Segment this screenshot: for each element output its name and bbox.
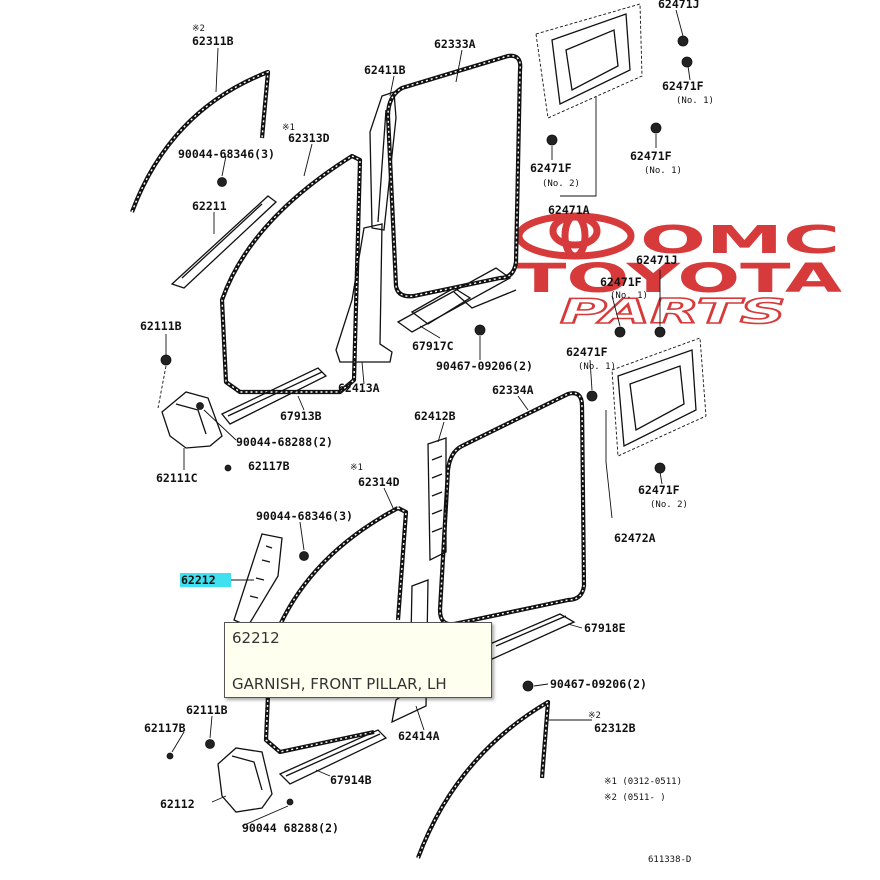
label-62314d[interactable]: 62314D [358, 475, 400, 489]
part-tooltip: 62212 GARNISH, FRONT PILLAR, LH [224, 622, 492, 698]
label-62471f-no1-mid[interactable]: 62471F [600, 275, 642, 289]
label-no1-mid2: (No. 1) [578, 362, 616, 372]
part-67913b-drawing [220, 367, 328, 425]
label-62414a[interactable]: 62414A [398, 729, 440, 743]
part-62412b-drawing [427, 437, 447, 562]
label-62471j-top[interactable]: 62471J [658, 0, 700, 11]
part-62413a-drawing [335, 223, 393, 363]
part-62312b-drawing [416, 699, 551, 859]
part-67917c-drawing [396, 267, 517, 333]
label-62471a[interactable]: 62471A [548, 203, 590, 217]
note-2: ※2 (0511- ) [604, 793, 666, 803]
part-67914b-drawing [278, 729, 388, 785]
label-62413a[interactable]: 62413A [338, 381, 380, 395]
label-62111b-b[interactable]: 62111B [186, 703, 228, 717]
part-62212-drawing [233, 533, 283, 627]
label-62117b-b[interactable]: 62117B [144, 721, 186, 735]
label-62471f-no1-b[interactable]: 62471F [630, 149, 672, 163]
label-62112[interactable]: 62112 [160, 797, 195, 811]
watermark-logo: OMC TOYOTA PARTS [515, 212, 842, 333]
label-90467-09206-b[interactable]: 90467-09206(2) [550, 677, 647, 691]
label-90467-09206-top[interactable]: 90467-09206(2) [436, 359, 533, 373]
label-67918e[interactable]: 67918E [584, 621, 626, 635]
fastener-clips [160, 35, 693, 806]
tooltip-part-number: 62212 [232, 629, 280, 647]
label-90044-68346-b[interactable]: 90044-68346(3) [256, 509, 353, 523]
watermark-brand-sub: PARTS [560, 292, 786, 332]
label-62311b[interactable]: 62311B [192, 34, 234, 48]
label-62211[interactable]: 62211 [192, 199, 227, 213]
label-no1-b: (No. 1) [644, 166, 682, 176]
watermark-brand-main: TOYOTA [516, 256, 842, 302]
part-62112-drawing [217, 747, 273, 813]
label-90044-68346-top[interactable]: 90044-68346(3) [178, 147, 275, 161]
note-mark-1-top: ※1 [282, 123, 295, 133]
label-67913b[interactable]: 67913B [280, 409, 322, 423]
label-67917c[interactable]: 67917C [412, 339, 454, 353]
label-62312b[interactable]: 62312B [594, 721, 636, 735]
part-62472a-drawing [605, 337, 707, 519]
part-62211-drawing [170, 195, 278, 289]
label-67914b[interactable]: 67914B [330, 773, 372, 787]
diagram-code: 611338-D [648, 855, 691, 865]
part-62311b-drawing [130, 69, 271, 213]
label-62313d[interactable]: 62313D [288, 131, 330, 145]
label-no2-top: (No. 2) [542, 179, 580, 189]
part-62471-top-drawing [535, 3, 643, 197]
label-62471f-no2-b[interactable]: 62471F [638, 483, 680, 497]
label-62472a[interactable]: 62472A [614, 531, 656, 545]
label-62411b[interactable]: 62411B [364, 63, 406, 77]
note-mark-2: ※2 [192, 24, 205, 34]
part-62313d-drawing [219, 153, 363, 395]
label-62212[interactable]: 62212 [181, 573, 216, 587]
label-62333a[interactable]: 62333A [434, 37, 476, 51]
label-62117b-top[interactable]: 62117B [248, 459, 290, 473]
leader-lines [165, 9, 691, 827]
label-no1-mid: (No. 1) [610, 291, 648, 301]
label-62471j-mid[interactable]: 62471J [636, 253, 678, 267]
highlight-62212 [180, 573, 231, 587]
note-mark-2-b: ※2 [588, 711, 601, 721]
part-labels: ※2 62311B 62411B 62333A 62471J 62471F (N… [140, 0, 714, 865]
label-62412b[interactable]: 62412B [414, 409, 456, 423]
label-62471f-no2-top[interactable]: 62471F [530, 161, 572, 175]
label-90044-68288-top[interactable]: 90044-68288(2) [236, 435, 333, 449]
note-1: ※1 (0312-0511) [604, 777, 682, 787]
label-62471f-mid2[interactable]: 62471F [566, 345, 608, 359]
part-62111c-drawing [157, 365, 223, 449]
label-90044-68288-b[interactable]: 90044 68288(2) [242, 821, 339, 835]
part-62333a-drawing [385, 53, 523, 299]
part-62334a-drawing [437, 391, 587, 627]
label-62111c[interactable]: 62111C [156, 471, 198, 485]
label-62111b-top[interactable]: 62111B [140, 319, 182, 333]
label-no2-b: (No. 2) [650, 500, 688, 510]
watermark-brand-top: OMC [640, 218, 840, 262]
label-62334a[interactable]: 62334A [492, 383, 534, 397]
label-62471f-no1-top[interactable]: 62471F [662, 79, 704, 93]
toyota-emblem-icon [515, 212, 635, 260]
label-no1-top: (No. 1) [676, 96, 714, 106]
tooltip-description: GARNISH, FRONT PILLAR, LH [232, 675, 447, 693]
note-mark-1-mid: ※1 [350, 463, 363, 473]
